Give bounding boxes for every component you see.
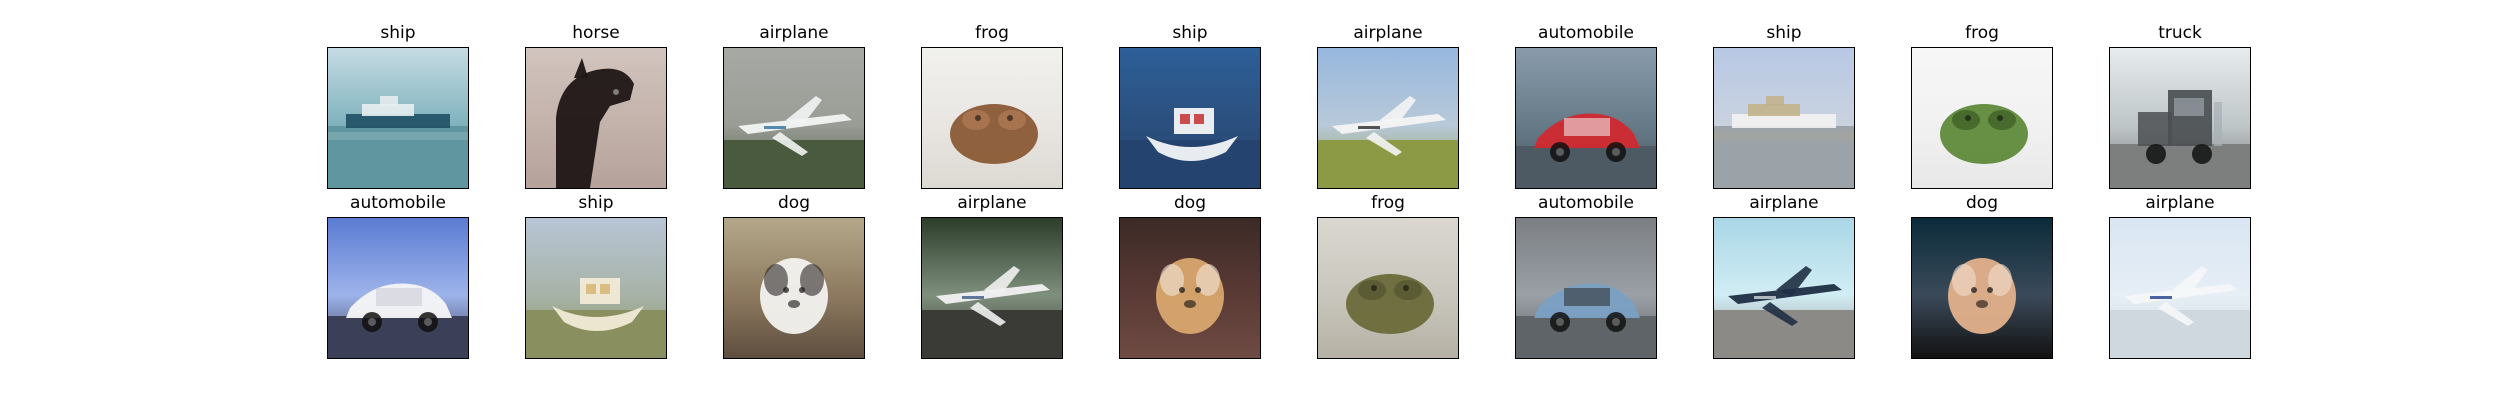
image-thumbnail (723, 217, 865, 359)
image-label: ship (1766, 23, 1802, 43)
image-label: ship (380, 23, 416, 43)
image-thumbnail (1515, 217, 1657, 359)
image-label: dog (1174, 193, 1206, 213)
image-label: ship (1172, 23, 1208, 43)
image-thumbnail (1317, 47, 1459, 189)
image-thumbnail (1119, 217, 1261, 359)
image-thumbnail (1119, 47, 1261, 189)
image-label: truck (2158, 23, 2202, 43)
image-label: airplane (759, 23, 829, 43)
image-label: dog (778, 193, 810, 213)
image-thumbnail (525, 217, 667, 359)
image-thumbnail (1911, 217, 2053, 359)
image-label: airplane (957, 193, 1027, 213)
image-label: airplane (1353, 23, 1423, 43)
image-label: ship (578, 193, 614, 213)
image-thumbnail (921, 47, 1063, 189)
image-label: frog (1371, 193, 1405, 213)
image-thumbnail (1713, 217, 1855, 359)
image-thumbnail (1911, 47, 2053, 189)
image-label: dog (1966, 193, 1998, 213)
image-label: frog (1965, 23, 1999, 43)
image-thumbnail (1317, 217, 1459, 359)
image-thumbnail (327, 47, 469, 189)
image-label: horse (572, 23, 620, 43)
image-label: automobile (1538, 23, 1634, 43)
image-thumbnail (2109, 217, 2251, 359)
image-thumbnail (327, 217, 469, 359)
image-thumbnail (1515, 47, 1657, 189)
image-thumbnail (723, 47, 865, 189)
image-label: automobile (350, 193, 446, 213)
image-label: airplane (2145, 193, 2215, 213)
image-thumbnail (525, 47, 667, 189)
image-thumbnail (921, 217, 1063, 359)
image-thumbnail (1713, 47, 1855, 189)
image-label: automobile (1538, 193, 1634, 213)
image-label: airplane (1749, 193, 1819, 213)
image-thumbnail (2109, 47, 2251, 189)
image-label: frog (975, 23, 1009, 43)
